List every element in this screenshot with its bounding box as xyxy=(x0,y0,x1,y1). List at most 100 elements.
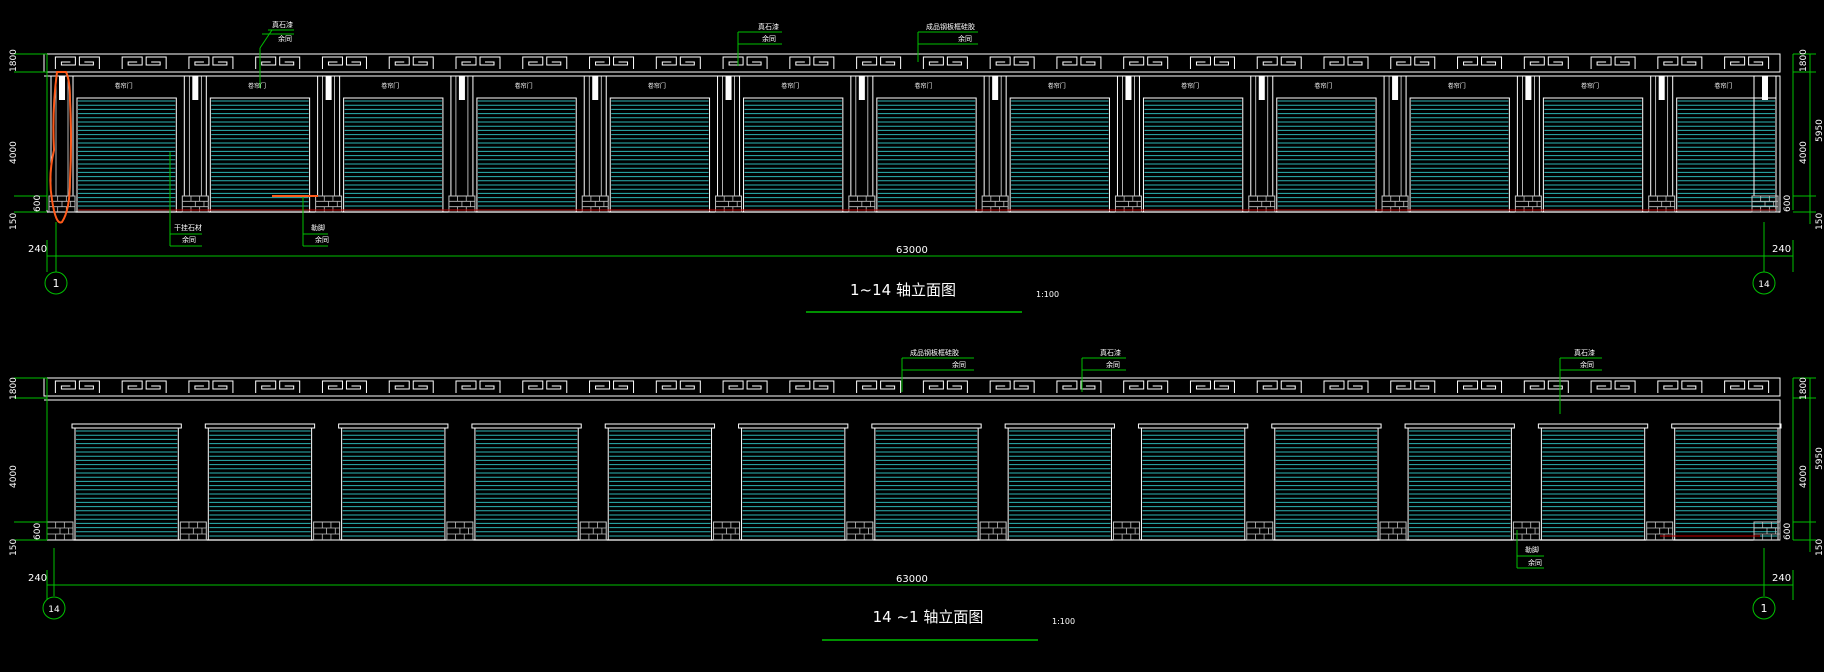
meander-key xyxy=(589,56,611,69)
meander-key xyxy=(188,380,210,393)
dim-240-right: 240 xyxy=(1772,244,1791,255)
drawing-scale: 1:100 xyxy=(1036,290,1059,299)
annotation-top-2: 真石漆 余同 xyxy=(737,22,782,66)
door-header xyxy=(1137,423,1249,429)
meander-key xyxy=(1547,56,1569,69)
meander-key xyxy=(1213,56,1235,69)
dim-240-right: 240 xyxy=(1772,573,1791,584)
brick-base xyxy=(715,195,743,213)
meander-key xyxy=(813,56,835,69)
elevation-top: 卷帘门卷帘门卷帘门卷帘门卷帘门卷帘门卷帘门卷帘门卷帘门卷帘门卷帘门卷帘门卷帘门 … xyxy=(9,20,1824,313)
meander-key xyxy=(1590,56,1612,69)
axis-label: 1 xyxy=(53,277,60,290)
annotation-text: 余同 xyxy=(1528,558,1542,567)
annotation-text: 干挂石材 xyxy=(174,223,202,232)
meander-key xyxy=(1189,380,1211,393)
roller-door xyxy=(876,97,977,213)
door-header xyxy=(1537,423,1649,429)
roller-door xyxy=(207,427,313,541)
roller-door xyxy=(1409,97,1510,213)
brick-base xyxy=(1246,521,1274,541)
door-tag: 卷帘门 xyxy=(1448,82,1466,90)
roller-door xyxy=(1140,427,1246,541)
roller-door xyxy=(1674,427,1779,541)
roller-door xyxy=(341,427,446,541)
dim-600: 600 xyxy=(1783,523,1793,540)
meander-key xyxy=(1147,380,1169,393)
meander-key xyxy=(946,380,968,393)
annotation-top-1: 真石漆 余同 xyxy=(259,20,294,88)
door-tag: 卷帘门 xyxy=(648,82,666,90)
annotation-text: 真石漆 xyxy=(1574,348,1595,357)
meander-key xyxy=(1013,56,1035,69)
pilaster-slot xyxy=(192,76,199,100)
door-tag: 卷帘门 xyxy=(1714,82,1732,90)
door-tag: 卷帘门 xyxy=(115,82,133,90)
pilaster-slot xyxy=(59,76,65,100)
meander-key xyxy=(1280,380,1302,393)
door-header xyxy=(1671,423,1782,429)
door-tag: 卷帘门 xyxy=(1048,82,1066,90)
meander-key xyxy=(455,380,477,393)
meander-key xyxy=(54,56,76,69)
roller-door xyxy=(74,427,179,541)
axis-bubble-left: 14 xyxy=(42,596,66,620)
meander-frieze xyxy=(43,53,1781,77)
annotation-top-5: 勒脚 余同 xyxy=(302,196,329,247)
brick-base xyxy=(1648,195,1676,213)
annotation-bottom-1: 成品钢板框硅胶 余同 xyxy=(901,348,974,392)
door-header xyxy=(1271,423,1382,429)
meander-key xyxy=(54,380,76,393)
meander-key xyxy=(1724,56,1746,69)
pilaster-slot xyxy=(1125,76,1132,100)
roller-door xyxy=(1276,97,1377,213)
meander-key xyxy=(789,380,811,393)
axis-bubble-right: 14 xyxy=(1752,262,1776,295)
brick-base xyxy=(313,521,341,541)
meander-key xyxy=(1547,380,1569,393)
pilaster-slot xyxy=(1392,76,1399,100)
roller-door xyxy=(474,427,579,541)
meander-key xyxy=(255,380,277,393)
dim-5950: 5950 xyxy=(1815,119,1824,142)
meander-key xyxy=(345,380,367,393)
brick-base xyxy=(581,195,609,213)
dim-1800: 1800 xyxy=(9,49,19,72)
door-header xyxy=(204,423,316,429)
meander-key xyxy=(1457,56,1479,69)
meander-key xyxy=(1390,56,1412,69)
meander-key xyxy=(1280,56,1302,69)
meander-key xyxy=(1724,380,1746,393)
door-bays: 卷帘门卷帘门卷帘门卷帘门卷帘门卷帘门卷帘门卷帘门卷帘门卷帘门卷帘门卷帘门卷帘门 xyxy=(46,75,1781,213)
dim-total: 63000 xyxy=(896,245,928,256)
roller-door xyxy=(607,427,713,541)
meander-key xyxy=(1013,380,1035,393)
meander-key xyxy=(78,56,100,69)
pilaster-slot xyxy=(1525,76,1532,100)
roller-door xyxy=(1407,427,1512,541)
brick-base xyxy=(848,195,876,213)
door-tag: 卷帘门 xyxy=(248,82,266,90)
meander-key xyxy=(388,380,410,393)
dim-1800: 1800 xyxy=(9,377,19,400)
brick-base xyxy=(1112,521,1140,541)
meander-key xyxy=(1080,380,1102,393)
meander-key xyxy=(1147,56,1169,69)
meander-key xyxy=(1657,56,1679,69)
axis-bubble-left: 1 xyxy=(44,262,68,295)
dim-4000: 4000 xyxy=(1799,141,1809,164)
meander-key xyxy=(388,56,410,69)
meander-frieze xyxy=(43,377,1781,401)
door-header xyxy=(1404,423,1515,429)
meander-key xyxy=(1323,380,1345,393)
meander-key xyxy=(1748,56,1770,69)
dim-4000: 4000 xyxy=(9,465,19,488)
brick-base xyxy=(1646,521,1674,541)
annotation-text: 勒脚 xyxy=(1525,545,1539,554)
meander-key xyxy=(922,380,944,393)
dim-4000: 4000 xyxy=(9,141,19,164)
dim-150: 150 xyxy=(9,213,19,230)
meander-key xyxy=(655,56,677,69)
brick-base xyxy=(181,195,209,213)
brick-base xyxy=(979,521,1007,541)
